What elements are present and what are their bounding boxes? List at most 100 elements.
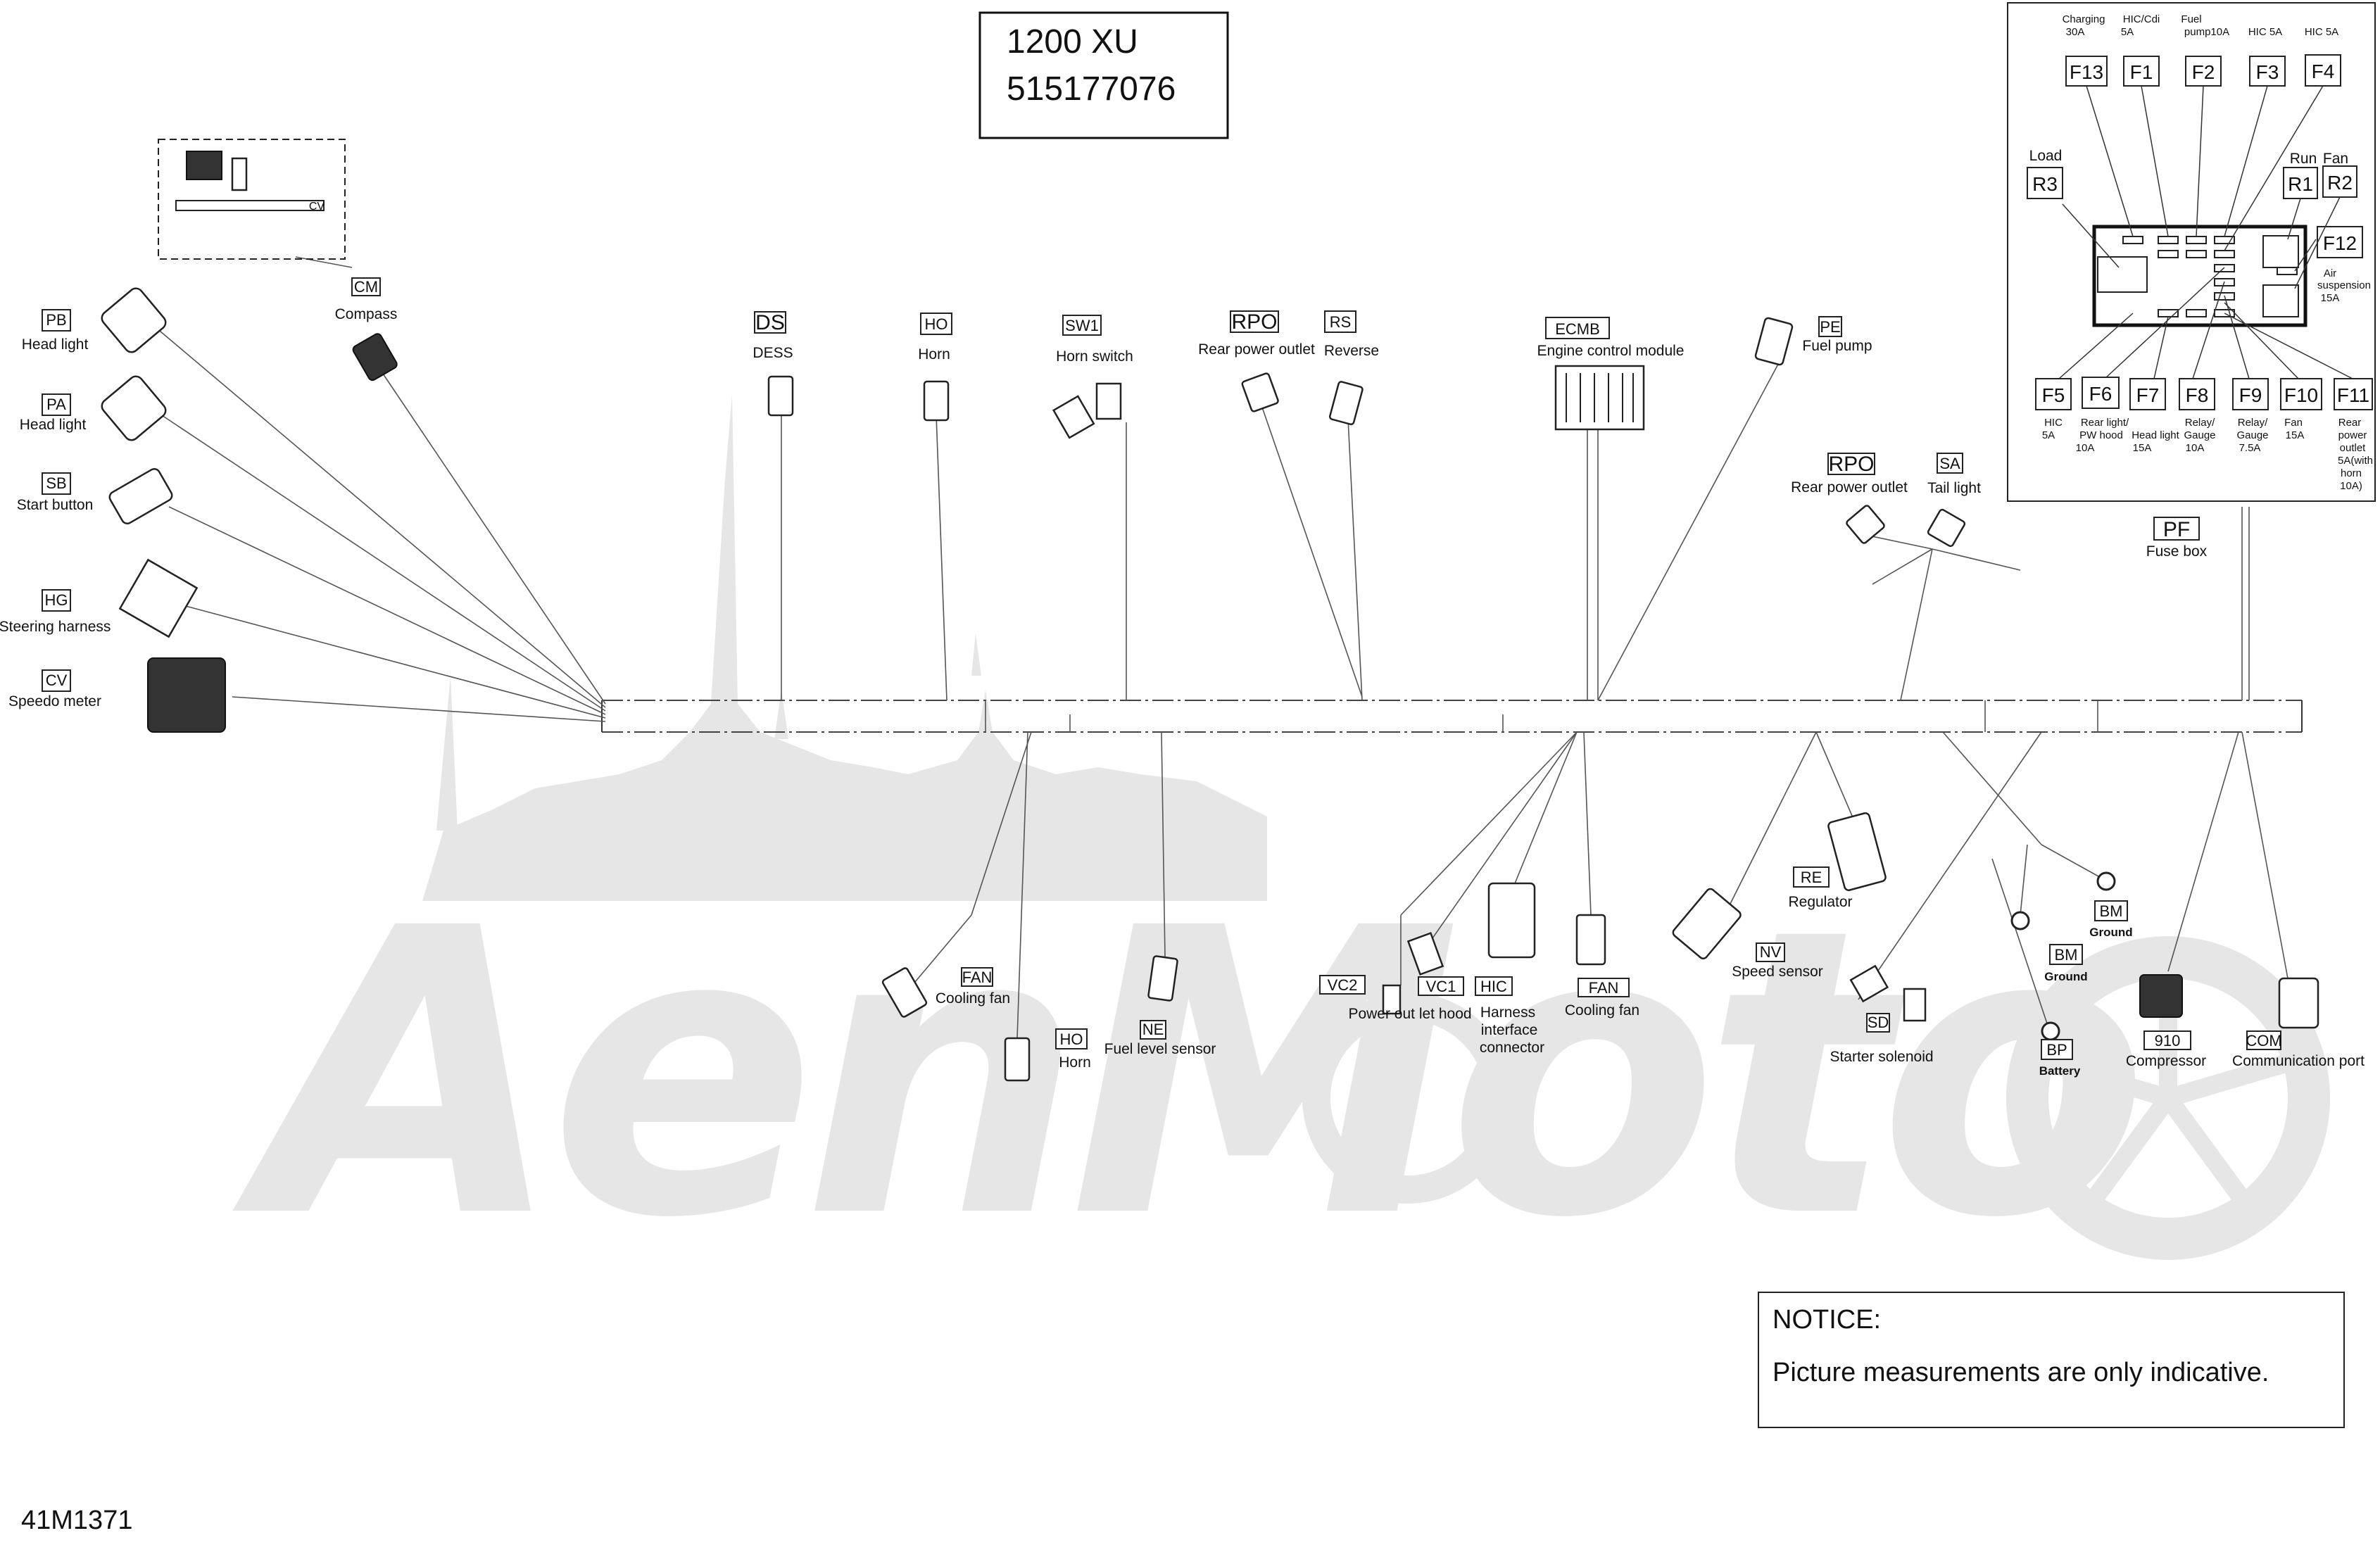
svg-text:5A(with: 5A(with: [2338, 455, 2373, 467]
connector-hg: HG Steering harness: [0, 558, 199, 638]
svg-text:CV: CV: [46, 671, 68, 689]
connector-fan-left: FAN Cooling fan: [881, 967, 1010, 1018]
svg-text:Horn: Horn: [918, 346, 950, 362]
svg-text:PF: PF: [2163, 518, 2190, 541]
svg-text:910: 910: [2155, 1032, 2181, 1049]
svg-text:VC1: VC1: [1426, 978, 1456, 995]
svg-text:F2: F2: [2192, 61, 2215, 83]
svg-text:F8: F8: [2186, 384, 2209, 406]
svg-text:Speedo meter: Speedo meter: [8, 693, 101, 710]
svg-text:10A: 10A: [2076, 442, 2095, 454]
svg-text:Head light: Head light: [2132, 429, 2179, 441]
connector-sd: SD Starter solenoid: [1830, 964, 1934, 1065]
svg-text:Steering harness: Steering harness: [0, 619, 111, 635]
svg-text:HO: HO: [1060, 1030, 1083, 1048]
svg-text:Tail light: Tail light: [1927, 480, 1981, 496]
svg-text:F7: F7: [2136, 384, 2160, 406]
svg-text:VC2: VC2: [1328, 976, 1358, 994]
svg-text:Fuel: Fuel: [2181, 13, 2201, 25]
connector-ne: NE Fuel level sensor: [1104, 955, 1216, 1057]
svg-text:15A: 15A: [2321, 292, 2340, 304]
svg-text:Horn switch: Horn switch: [1056, 348, 1133, 365]
connector-cv: CV Speedo meter: [8, 657, 226, 733]
svg-text:Load: Load: [2029, 148, 2063, 164]
svg-text:F13: F13: [2070, 61, 2103, 83]
svg-text:R1: R1: [2288, 173, 2313, 195]
svg-text:NV: NV: [1760, 943, 1782, 961]
svg-text:Charging: Charging: [2063, 13, 2105, 25]
svg-text:RS: RS: [1330, 313, 1352, 331]
compass-detail-label: CV: [309, 201, 325, 213]
connector-rpo-top: RPO Rear power outlet: [1198, 310, 1315, 412]
svg-text:Speed sensor: Speed sensor: [1732, 964, 1823, 980]
svg-text:Fuse box: Fuse box: [2146, 543, 2208, 560]
svg-text:interface: interface: [1481, 1022, 1538, 1038]
connector-pb: PB Head light: [22, 287, 167, 353]
svg-text:Horn: Horn: [1059, 1054, 1091, 1071]
connector-pe: PE Fuel pump: [1754, 316, 1872, 366]
watermark: AenMoto: [227, 394, 2330, 1304]
svg-text:F9: F9: [2239, 384, 2262, 406]
svg-text:30A: 30A: [2066, 26, 2085, 38]
bottom-fuse-notes: HIC 5A Rear light/ PW hood 10A Head ligh…: [2042, 417, 2373, 492]
svg-text:ECMB: ECMB: [1555, 320, 1600, 338]
svg-text:Cooling fan: Cooling fan: [1565, 1002, 1639, 1019]
connector-sw1: SW1 Horn switch: [1052, 315, 1133, 439]
svg-text:Gauge: Gauge: [2236, 429, 2268, 441]
svg-text:Battery: Battery: [2039, 1064, 2081, 1078]
svg-text:15A: 15A: [2286, 429, 2305, 441]
svg-text:F1: F1: [2130, 61, 2153, 83]
connector-sa: SA Tail light: [1927, 453, 1981, 548]
svg-text:PA: PA: [46, 396, 66, 413]
svg-text:Gauge: Gauge: [2184, 429, 2215, 441]
svg-text:Fan: Fan: [2284, 417, 2303, 429]
connector-bp: BP Battery: [2039, 1021, 2081, 1078]
svg-text:Relay/: Relay/: [2238, 417, 2268, 429]
connector-rs: RS Reverse: [1324, 310, 1379, 426]
svg-text:horn: horn: [2341, 467, 2362, 479]
svg-text:F12: F12: [2323, 232, 2357, 254]
svg-text:F10: F10: [2284, 384, 2318, 406]
svg-text:F6: F6: [2089, 383, 2113, 405]
svg-text:Head light: Head light: [22, 336, 89, 353]
connector-com: COM Communication port: [2232, 977, 2365, 1069]
svg-text:BM: BM: [2100, 902, 2123, 920]
svg-text:F11: F11: [2337, 384, 2369, 406]
svg-text:PW hood: PW hood: [2079, 429, 2123, 441]
main-harness-trunk: [601, 700, 2303, 733]
svg-text:Air: Air: [2324, 267, 2336, 279]
connector-cm: CM Compass: [335, 277, 398, 381]
connector-bm2: BM Ground: [2010, 911, 2088, 983]
svg-text:Fan: Fan: [2323, 151, 2348, 167]
svg-text:suspension: suspension: [2317, 279, 2371, 291]
branch-wires: [151, 256, 2288, 1039]
svg-text:COM: COM: [2246, 1032, 2281, 1049]
svg-text:BM: BM: [2055, 946, 2078, 964]
svg-text:Start button: Start button: [17, 497, 94, 513]
connector-pa: PA Head light: [20, 375, 167, 441]
svg-text:HIC 5A: HIC 5A: [2305, 26, 2338, 38]
svg-text:pump10A: pump10A: [2184, 26, 2229, 38]
svg-text:Compressor: Compressor: [2126, 1053, 2206, 1069]
svg-text:Power out let hood: Power out let hood: [1348, 1006, 1471, 1022]
svg-text:HIC 5A: HIC 5A: [2248, 26, 2282, 38]
svg-text:Cooling fan: Cooling fan: [936, 990, 1010, 1007]
connector-ho-top: HO Horn: [918, 313, 952, 422]
connector-nv: NV Speed sensor: [1672, 888, 1823, 980]
connector-pf: PF Fuse box: [2146, 517, 2208, 560]
svg-text:NE: NE: [1142, 1021, 1164, 1038]
svg-text:F3: F3: [2256, 61, 2279, 83]
svg-text:Starter solenoid: Starter solenoid: [1830, 1049, 1933, 1065]
svg-text:R3: R3: [2032, 173, 2058, 195]
svg-text:DS: DS: [755, 311, 785, 334]
svg-text:Rear power outlet: Rear power outlet: [1791, 479, 1908, 496]
bottom-fuse-boxes: F5 F6 F7 F8 F9 F10 F11: [2035, 377, 2373, 410]
svg-text:7.5A: 7.5A: [2239, 442, 2261, 454]
svg-text:HG: HG: [45, 591, 68, 609]
svg-text:F5: F5: [2042, 384, 2065, 406]
svg-text:Rear: Rear: [2338, 417, 2362, 429]
fuse-f12: F12 Air suspension 15A: [2317, 226, 2371, 304]
connector-re: RE Regulator: [1788, 812, 1887, 910]
svg-text:RPO: RPO: [1231, 310, 1277, 334]
